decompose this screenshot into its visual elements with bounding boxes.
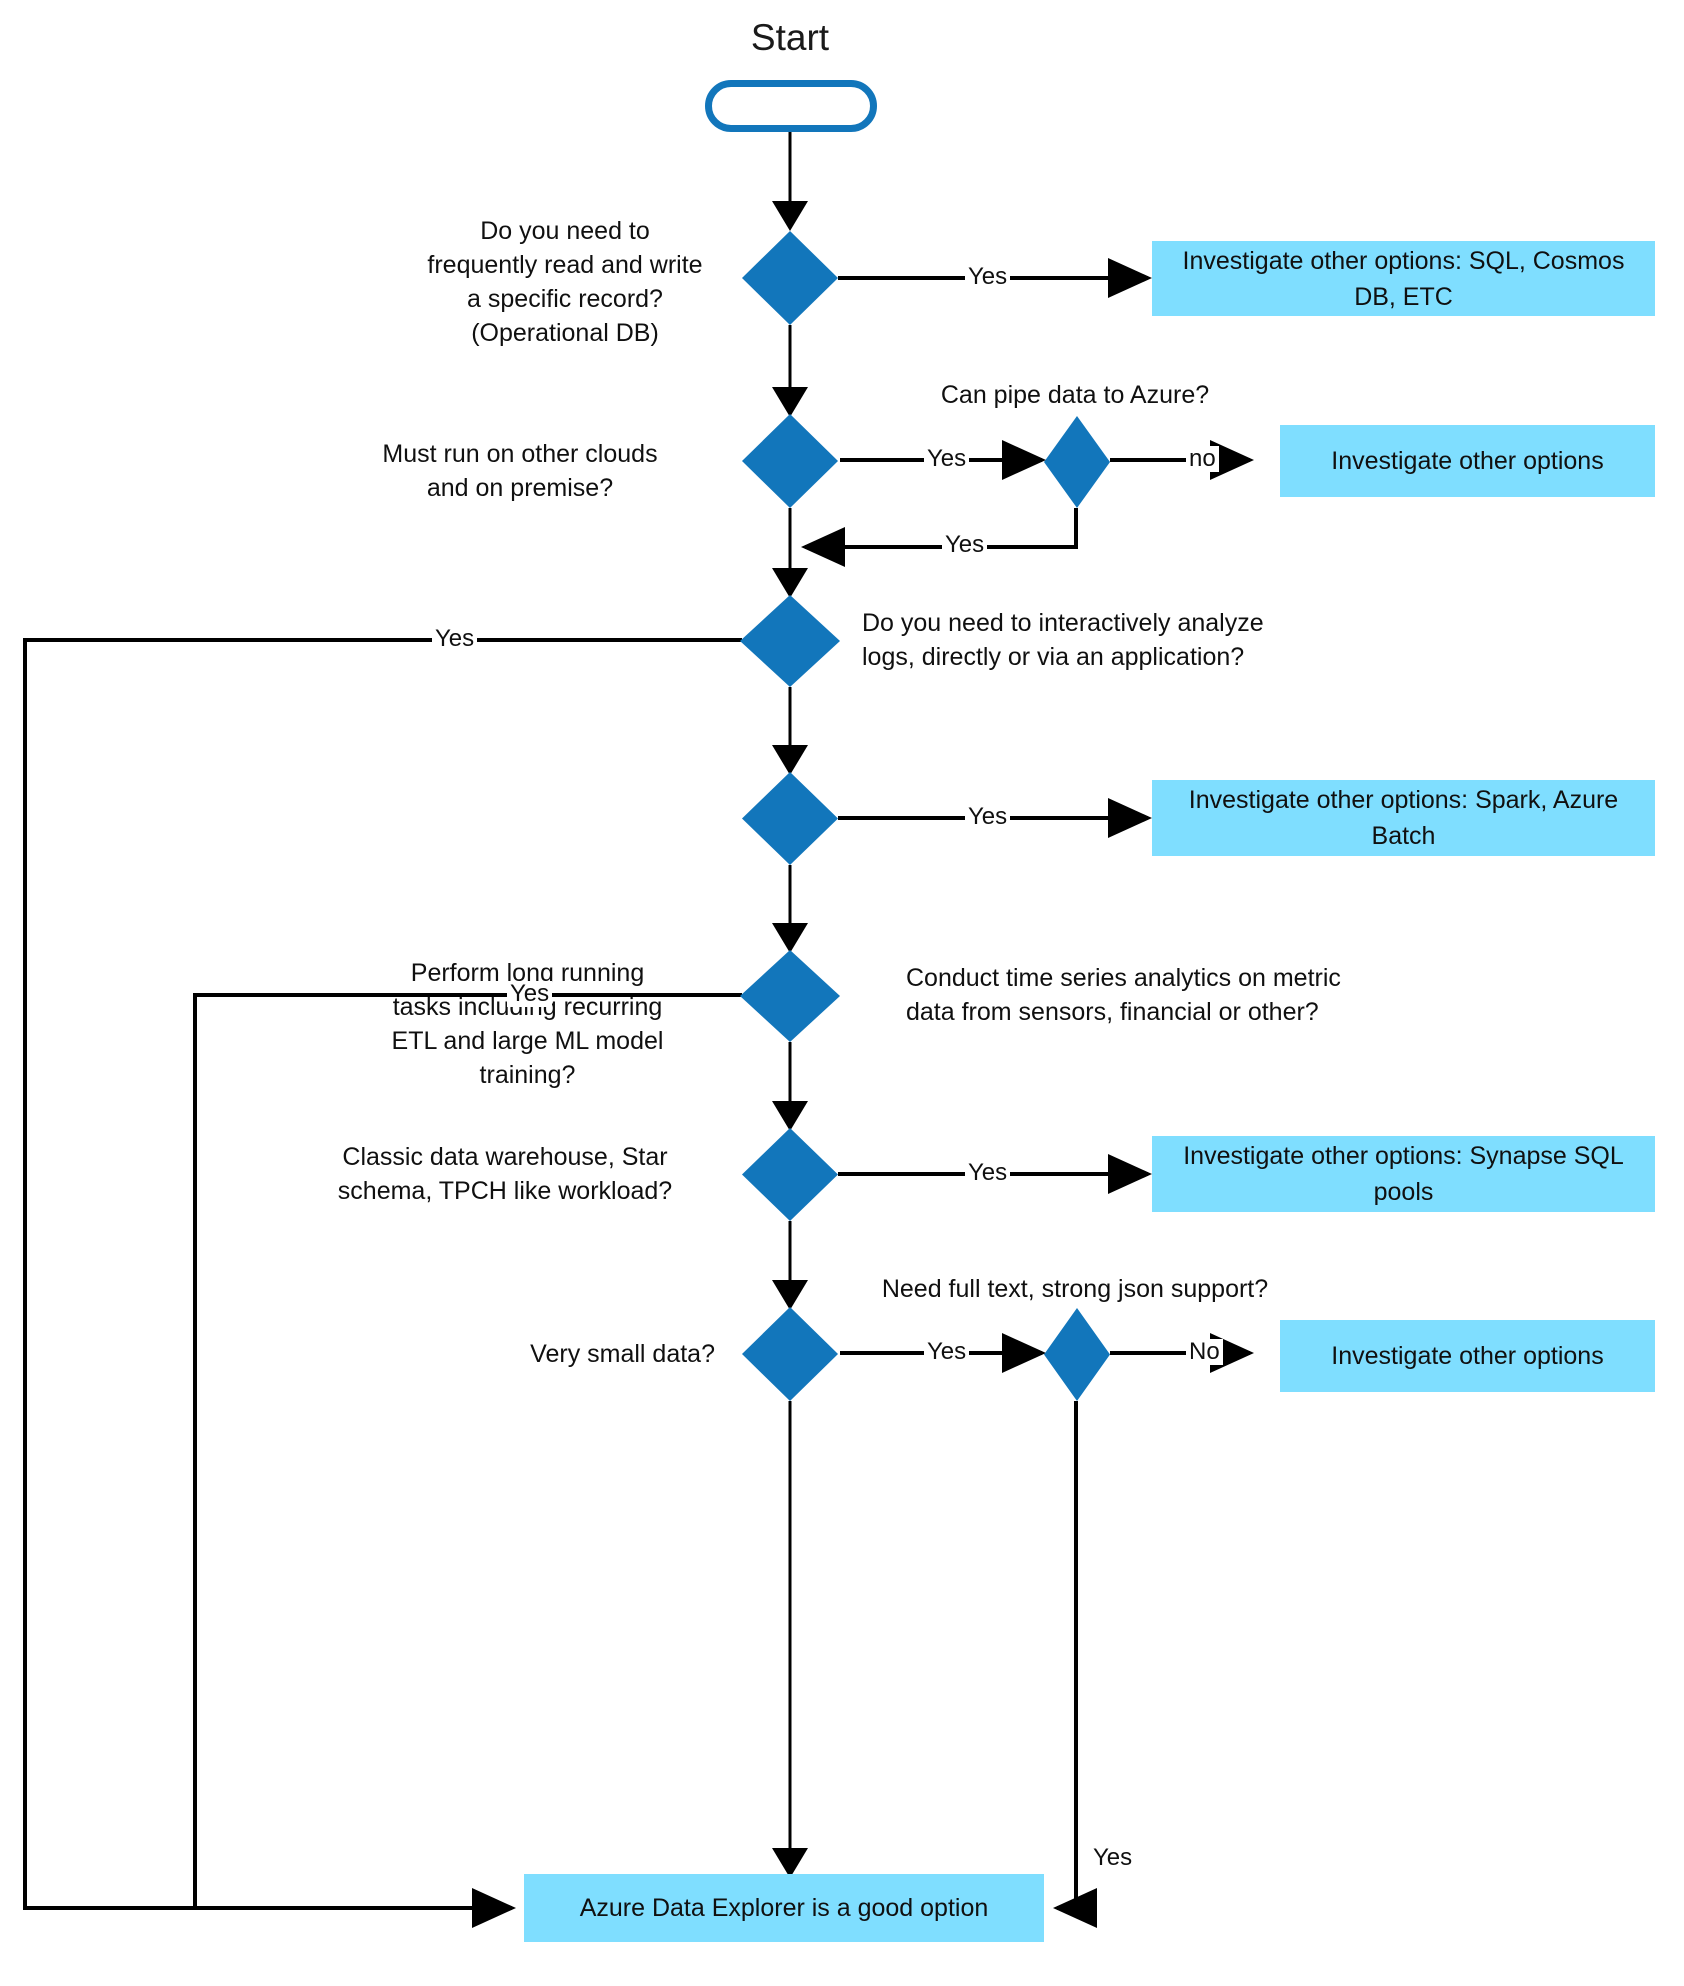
edge-label-d7-yes: Yes (924, 1339, 970, 1365)
edge-d3-yes (23, 638, 742, 1928)
decision-5-node[interactable] (740, 950, 840, 1042)
decision-2-label: Must run on other clouds and on premise? (382, 440, 658, 502)
decision-7b-node[interactable] (1044, 1308, 1110, 1401)
start-label: Start (750, 17, 830, 58)
result-box-1[interactable]: Investigate other options: SQL, Cosmos D… (1152, 241, 1655, 316)
edge-label-d3-yes: Yes (432, 626, 478, 652)
decision-3-node[interactable] (740, 595, 840, 687)
decision-7-label: Very small data? (530, 1340, 715, 1368)
decision-3-label: Do you need to interactively analyze log… (862, 609, 1264, 671)
edge-label-d5-yes: Yes (507, 981, 553, 1007)
edge-label-d2b-yes: Yes (942, 532, 988, 558)
edge-label-d2b-no: no (1186, 446, 1219, 472)
result-box-5[interactable]: Investigate other options (1280, 1320, 1655, 1392)
decision-2b-node[interactable] (1044, 416, 1110, 508)
decision-6-label: Classic data warehouse, Star schema, TPC… (337, 1143, 673, 1205)
decision-4-label: Perform long running tasks including rec… (391, 959, 664, 1089)
start-node[interactable] (705, 80, 877, 132)
edge-label-d7b-no: No (1186, 1339, 1223, 1365)
edge-label-d6-yes: Yes (965, 1160, 1011, 1186)
result-box-4[interactable]: Investigate other options: Synapse SQL p… (1152, 1136, 1655, 1212)
decision-5-label: Conduct time series analytics on metric … (906, 964, 1341, 1026)
decision-7b-label: Need full text, strong json support? (881, 1275, 1269, 1303)
decision-2b-label: Can pipe data to Azure? (940, 381, 1210, 409)
terminal-box[interactable]: Azure Data Explorer is a good option (524, 1874, 1044, 1942)
edge-label-d7b-yes: Yes (1090, 1845, 1136, 1871)
edge-label-d2-yes: Yes (924, 446, 970, 472)
decision-6-node[interactable] (742, 1128, 838, 1221)
edge-label-d1-yes: Yes (965, 264, 1011, 290)
decision-1-label: Do you need to frequently read and write… (427, 217, 703, 347)
edge-d5-yes (193, 993, 742, 1910)
result-box-3[interactable]: Investigate other options: Spark, Azure … (1152, 780, 1655, 856)
edge-d7b-yes (1053, 1401, 1097, 1928)
decision-7-node[interactable] (742, 1307, 838, 1401)
result-box-2[interactable]: Investigate other options (1280, 425, 1655, 497)
edge-d2b-yes (801, 508, 1078, 567)
edge-label-d4-yes: Yes (965, 804, 1011, 830)
decision-4-node[interactable] (742, 772, 838, 865)
decision-2-node[interactable] (742, 414, 838, 508)
